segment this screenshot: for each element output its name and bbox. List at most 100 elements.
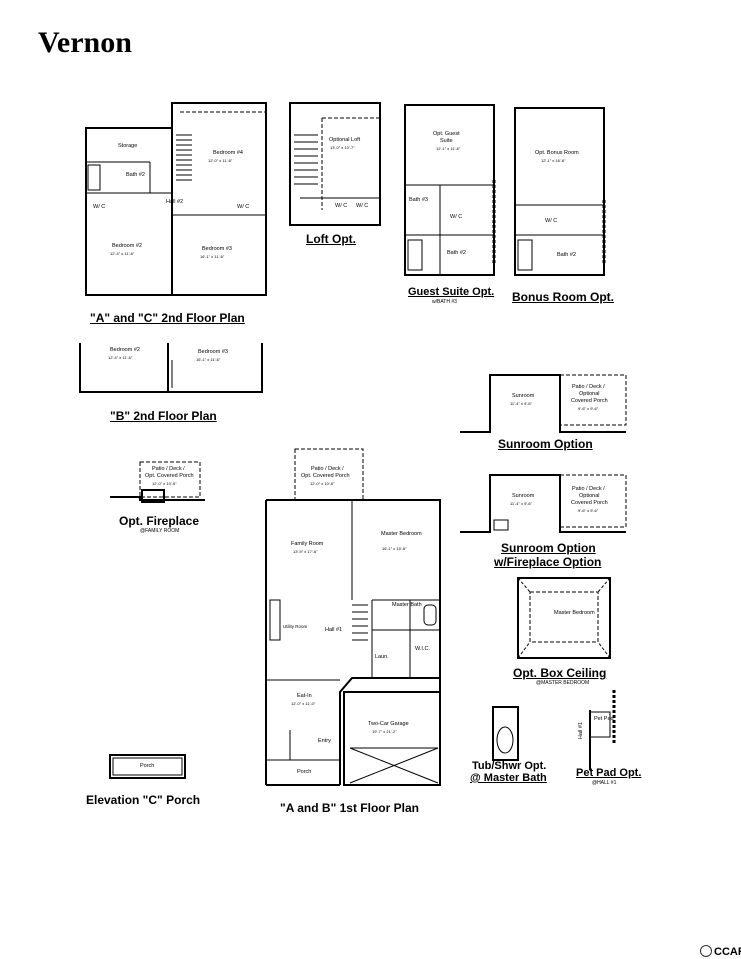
ccar-logo-icon [700,945,712,957]
tub-shower-drawing [492,706,519,761]
sunroom-fireplace-drawing [460,474,627,533]
box-ceiling-drawing [517,577,611,659]
sunfp-patio-2: Optional [579,493,600,499]
caption-sunroom-fp-2: w/Fireplace Option [494,555,602,569]
family-room-label: Family Room [291,541,324,547]
storage-label: Storage [118,143,138,149]
porch-c-label: Porch [140,763,155,769]
b-bedroom2: Bedroom #2 [110,347,140,353]
ff-patio-dim: 12'-0" x 10'-6" [310,481,335,486]
first-floor-drawing [265,448,441,786]
hall2-label: Hall #2 [166,199,184,205]
garage-dim: 19'-7" x 21'-2" [372,729,397,734]
sunfp-patio-1: Patio / Deck / [572,486,605,492]
caption-tub-shower-2: @ Master Bath [470,772,547,784]
caption-loft: Loft Opt. [306,232,356,246]
caption-2nd-floor-ac: "A" and "C" 2nd Floor Plan [90,311,245,325]
guest-label: Opt. Guest [433,131,460,137]
sunroom-drawing [460,374,627,433]
second-floor-ac-drawing [85,102,267,296]
bonus-room-drawing [514,107,606,276]
eat-in-dim: 12'-0" x 11'-0" [291,701,316,706]
loft-wic-1: W/ C [335,203,348,209]
sunfp-patio-dim: 9'-6" x 9'-6" [578,508,599,513]
fireplace-note: @FAMILY ROOM [140,528,180,534]
porch-c-drawing [109,754,186,779]
ff-patio-2: Opt. Covered Porch [301,473,350,479]
suite-label: Suite [440,138,453,144]
fireplace-drawing [110,461,205,503]
master-bedroom-label: Master Bedroom [381,531,422,537]
sunroom-dim: 11'-4" x 9'-6" [510,401,533,406]
caption-2nd-floor-b: "B" 2nd Floor Plan [110,409,217,423]
eat-in-label: Eat-In [297,693,312,699]
utility-label: Utility Room [283,624,308,629]
bedroom3-label: Bedroom #3 [202,246,232,252]
guest-suite-drawing [404,104,496,276]
sun-patio-dim: 9'-6" x 9'-6" [578,406,599,411]
sun-patio-2: Optional [579,391,600,397]
bonus-bath2: Bath #2 [557,252,576,258]
sunroom-fp-dim: 11'-4" x 9'-6" [510,501,533,506]
guest-bath2: Bath #2 [447,250,466,256]
sun-patio-3: Covered Porch [571,398,608,404]
bedroom4-label: Bedroom #4 [213,150,243,156]
loft-wic-2: W/ C [356,203,369,209]
copyright-text: CCAR [714,946,741,958]
ff-patio-1: Patio / Deck / [311,466,344,472]
box-ceiling-note: @MASTER BEDROOM [536,680,590,686]
guest-suite-note: w/BATH #3 [432,299,457,305]
fp-patio-dim: 12'-0" x 10'-6" [152,481,177,486]
sunfp-patio-3: Covered Porch [571,500,608,506]
b-bedroom3: Bedroom #3 [198,349,228,355]
plan-title: Vernon [38,26,132,59]
porch-label: Porch [297,769,312,775]
bonus-dim: 12'-1" x 16'-6" [541,158,566,163]
wic-label-2: W/ C [237,204,250,210]
caption-porch-c: Elevation "C" Porch [86,793,201,807]
loft-label: Optional Loft [329,137,361,143]
master-bedroom-dim: 16'-1" x 15'-6" [382,546,407,551]
bedroom3-dim: 16'-1" x 11'-6" [200,254,225,259]
caption-1st-floor: "A and B" 1st Floor Plan [280,801,419,815]
loft-dim: 13'-0" x 10'-7" [330,145,355,150]
sunroom-fp-label: Sunroom [512,493,535,499]
garage-label: Two-Car Garage [368,721,409,727]
fp-patio-2: Opt. Covered Porch [145,473,194,479]
wic-cap-label: W.I.C. [415,646,430,652]
entry-label: Entry [318,738,331,744]
sunroom-label: Sunroom [512,393,535,399]
caption-guest-suite: Guest Suite Opt. [408,286,495,298]
bedroom2-label: Bedroom #2 [112,243,142,249]
family-room-dim: 13'-9" x 17'-6" [293,549,318,554]
bonus-wic: W/ C [545,218,558,224]
fp-patio-1: Patio / Deck / [152,466,185,472]
caption-tub-shower-1: Tub/Shwr Opt. [472,760,547,772]
pet-pad-drawing [589,690,616,770]
guest-wic: W/ C [450,214,463,220]
b-bedroom3-dim: 16'-1" x 11'-6" [196,357,221,362]
caption-fireplace: Opt. Fireplace [119,514,200,528]
caption-bonus-room: Bonus Room Opt. [512,290,614,304]
loft-drawing [289,102,381,226]
wic-label-1: W/ C [93,204,106,210]
bedroom2-dim: 12'-4" x 11'-6" [110,251,135,256]
bath3-label: Bath #3 [409,197,428,203]
caption-sunroom-fp-1: Sunroom Option [501,541,596,555]
copyright-mark: CCAR [700,945,741,958]
caption-box-ceiling: Opt. Box Ceiling [513,666,607,680]
second-floor-b-drawing [79,343,263,393]
b-bedroom2-dim: 12'-4" x 11'-6" [108,355,133,360]
pet-pad-note: @HALL #1 [592,780,617,786]
caption-sunroom: Sunroom Option [498,437,593,451]
hall1-label: Hall #1 [325,627,343,633]
pet-hall-label: Hall #1 [578,722,584,740]
bedroom4-dim: 12'-0" x 11'-6" [208,158,233,163]
bath2-label: Bath #2 [126,172,145,178]
master-bath-label: Master Bath [392,602,422,608]
guest-dim: 12'-1" x 11'-6" [436,146,461,151]
pet-pad-label: Pet Pad [594,716,614,722]
box-master-label: Master Bedroom [554,610,595,616]
laun-label: Laun. [375,654,389,660]
